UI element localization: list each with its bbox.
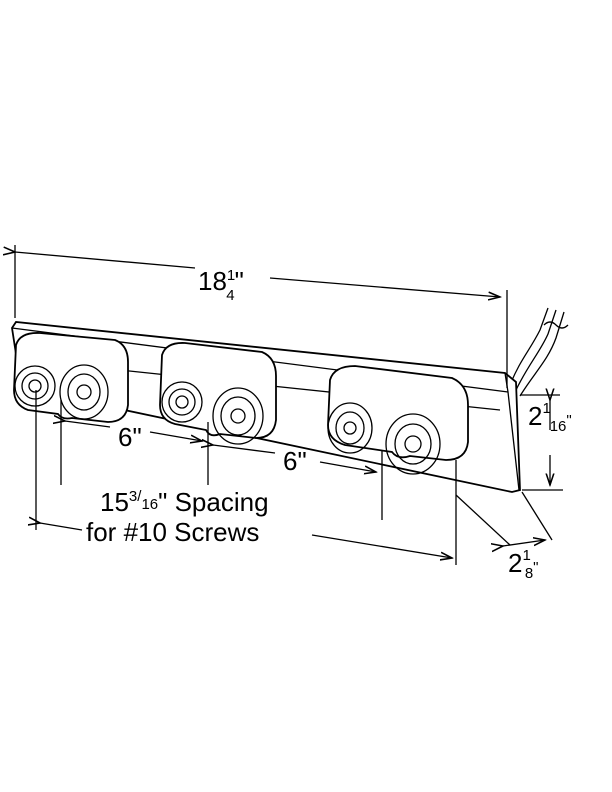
lamp-spacing-1-label: 6" <box>118 422 142 452</box>
lamp-pair-3 <box>327 365 469 475</box>
dimension-lines <box>15 245 563 565</box>
lamp-spacing-2-label: 6" <box>283 446 307 476</box>
lamp-pair-2 <box>159 342 277 445</box>
lamp-pair-1 <box>13 332 129 423</box>
screw-size-label: for #10 Screws <box>86 517 259 547</box>
wire-leads <box>509 307 569 397</box>
screw-spacing-label: 153/16" Spacing <box>100 487 269 517</box>
height-label: 2116" <box>528 400 572 435</box>
